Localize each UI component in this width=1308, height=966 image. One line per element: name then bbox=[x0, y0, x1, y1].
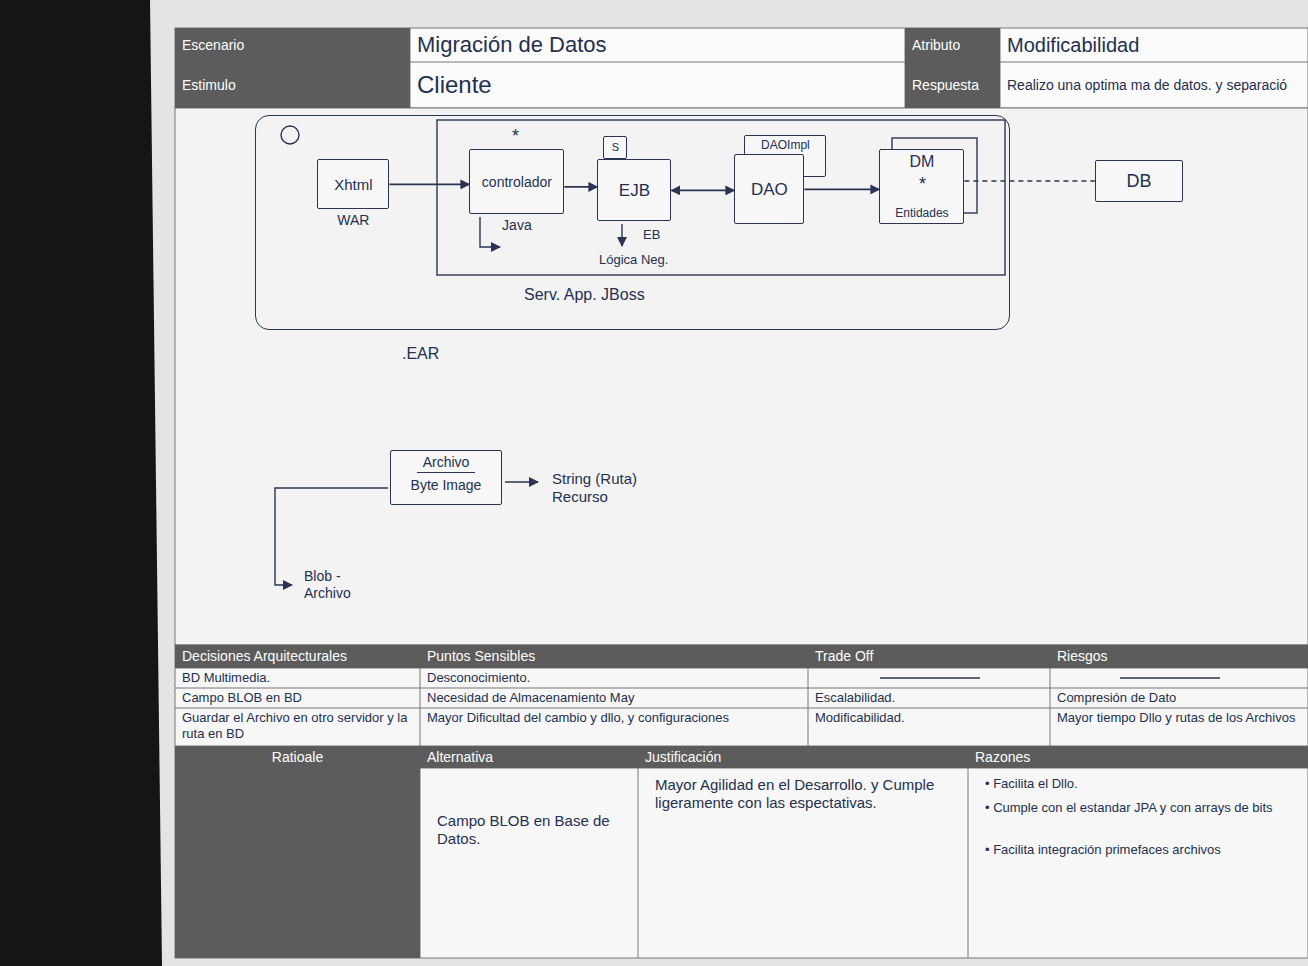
grid-line bbox=[968, 746, 969, 958]
package-label: .EAR bbox=[395, 342, 446, 365]
node-title: Xhtml bbox=[334, 176, 372, 193]
table-header-cell: Riesgos bbox=[1050, 645, 1308, 668]
table-header-cell: Justificación bbox=[638, 746, 968, 768]
connector-arrow bbox=[964, 180, 1095, 182]
header-field-value: Migración de Datos bbox=[410, 28, 905, 62]
connector-arrow bbox=[564, 186, 597, 188]
table-header-cell: Trade Off bbox=[808, 645, 1050, 668]
annotation: Blob - Archivo bbox=[297, 566, 361, 604]
table-header-cell: Decisiones Arquitecturales bbox=[175, 645, 420, 668]
table-grid bbox=[175, 28, 1308, 958]
table-cell: Modificabilidad. bbox=[808, 708, 1050, 728]
node-title: S bbox=[612, 141, 619, 154]
sketch bbox=[275, 120, 1220, 678]
table-cell: Mayor Dificultad del cambio y dllo, y co… bbox=[420, 708, 808, 728]
ejb-box: EJB bbox=[597, 159, 671, 221]
war-box: XhtmlWAR bbox=[317, 159, 389, 209]
ear-boundary bbox=[437, 120, 1005, 275]
node-subtitle: Java bbox=[470, 217, 563, 233]
table-cell: Necesidad de Almacenamiento May bbox=[420, 688, 808, 708]
empty-dash bbox=[1120, 677, 1220, 678]
grid-line bbox=[175, 688, 1308, 689]
node-title: DAO bbox=[751, 180, 788, 200]
header-field-value: Modificabilidad bbox=[1000, 28, 1308, 62]
node-title: Serv. App. JBoss bbox=[524, 286, 645, 304]
node-title: Archivo bbox=[417, 454, 476, 473]
database-box: DB bbox=[1095, 160, 1183, 202]
header-field-name: Escenario bbox=[175, 28, 410, 62]
app-server-region: XhtmlWARcontroladorJavaSEJBDAOImplDAODME… bbox=[255, 115, 1010, 330]
table-header-cell: Ratioale bbox=[175, 746, 420, 958]
table-cell: Mayor Agilidad en el Desarrollo. y Cumpl… bbox=[648, 774, 963, 814]
controller-box: controladorJava bbox=[469, 149, 564, 214]
annotation: EB bbox=[636, 225, 667, 245]
node-subtitle: Entidades bbox=[895, 207, 948, 221]
header-table bbox=[175, 28, 1308, 108]
convert-arrow bbox=[505, 481, 538, 482]
header-field-name: Estimulo bbox=[175, 62, 410, 108]
grid-line bbox=[175, 708, 1308, 709]
connector-arrow bbox=[804, 189, 879, 191]
connector-arrow bbox=[389, 184, 469, 186]
table-cell: Campo BLOB en Base de Datos. bbox=[430, 810, 630, 850]
header-field-name: Atributo bbox=[905, 28, 1000, 62]
drawing-area bbox=[175, 108, 1308, 645]
decision-table bbox=[175, 645, 1308, 958]
start-circle bbox=[281, 126, 299, 144]
table-header-cell: Razones bbox=[968, 746, 1308, 768]
header-field-value: Realizo una optima ma de datos. y separa… bbox=[1000, 62, 1300, 108]
table-cell: Campo BLOB en BD bbox=[175, 688, 420, 708]
loop-arrow bbox=[480, 217, 500, 247]
node-subtitle: WAR bbox=[318, 212, 388, 228]
table-header-cell: Puntos Sensibles bbox=[420, 645, 808, 668]
dao-box: DAO bbox=[734, 154, 804, 224]
grid-line bbox=[638, 746, 639, 958]
table-cell: Mayor tiempo Dllo y rutas de los Archivo… bbox=[1050, 708, 1308, 728]
table-cell: • Facilita integración primefaces archiv… bbox=[978, 840, 1303, 860]
empty-dash bbox=[880, 677, 980, 678]
paper bbox=[150, 0, 1308, 966]
node-title: DM bbox=[909, 153, 934, 171]
annotation-mark: * bbox=[505, 124, 526, 150]
header-field-name: Respuesta bbox=[905, 62, 1000, 108]
annotation: String (Ruta) Recurso bbox=[545, 468, 665, 508]
connector-arrow bbox=[671, 190, 734, 192]
table-cell: Desconocimiento. bbox=[420, 668, 808, 688]
table-cell: BD Multimedia. bbox=[175, 668, 420, 688]
table-cell: Guardar el Archivo en otro servidor y la… bbox=[175, 708, 420, 743]
table-header-cell: Alternativa bbox=[420, 746, 638, 768]
node-title: EJB bbox=[619, 181, 650, 201]
table-cell: • Cumple con el estandar JPA y con array… bbox=[978, 798, 1303, 818]
header-field-value: Cliente bbox=[410, 62, 905, 108]
tag-box: S bbox=[603, 136, 627, 159]
table-cell: Escalabilidad. bbox=[808, 688, 1050, 708]
file-box: ArchivoByte Image bbox=[390, 450, 502, 505]
annotation: Lógica Neg. bbox=[592, 250, 675, 270]
node-subtitle: Byte Image bbox=[411, 477, 482, 493]
annotation-mark: * bbox=[912, 172, 933, 198]
down-arrow bbox=[621, 224, 622, 246]
node-title: controlador bbox=[482, 174, 552, 190]
node-title: DB bbox=[1126, 171, 1151, 192]
table-cell: Compresión de Dato bbox=[1050, 688, 1308, 708]
table-cell: • Facilita el Dllo. bbox=[978, 774, 1303, 794]
node-title: DAOImpl bbox=[761, 139, 810, 153]
